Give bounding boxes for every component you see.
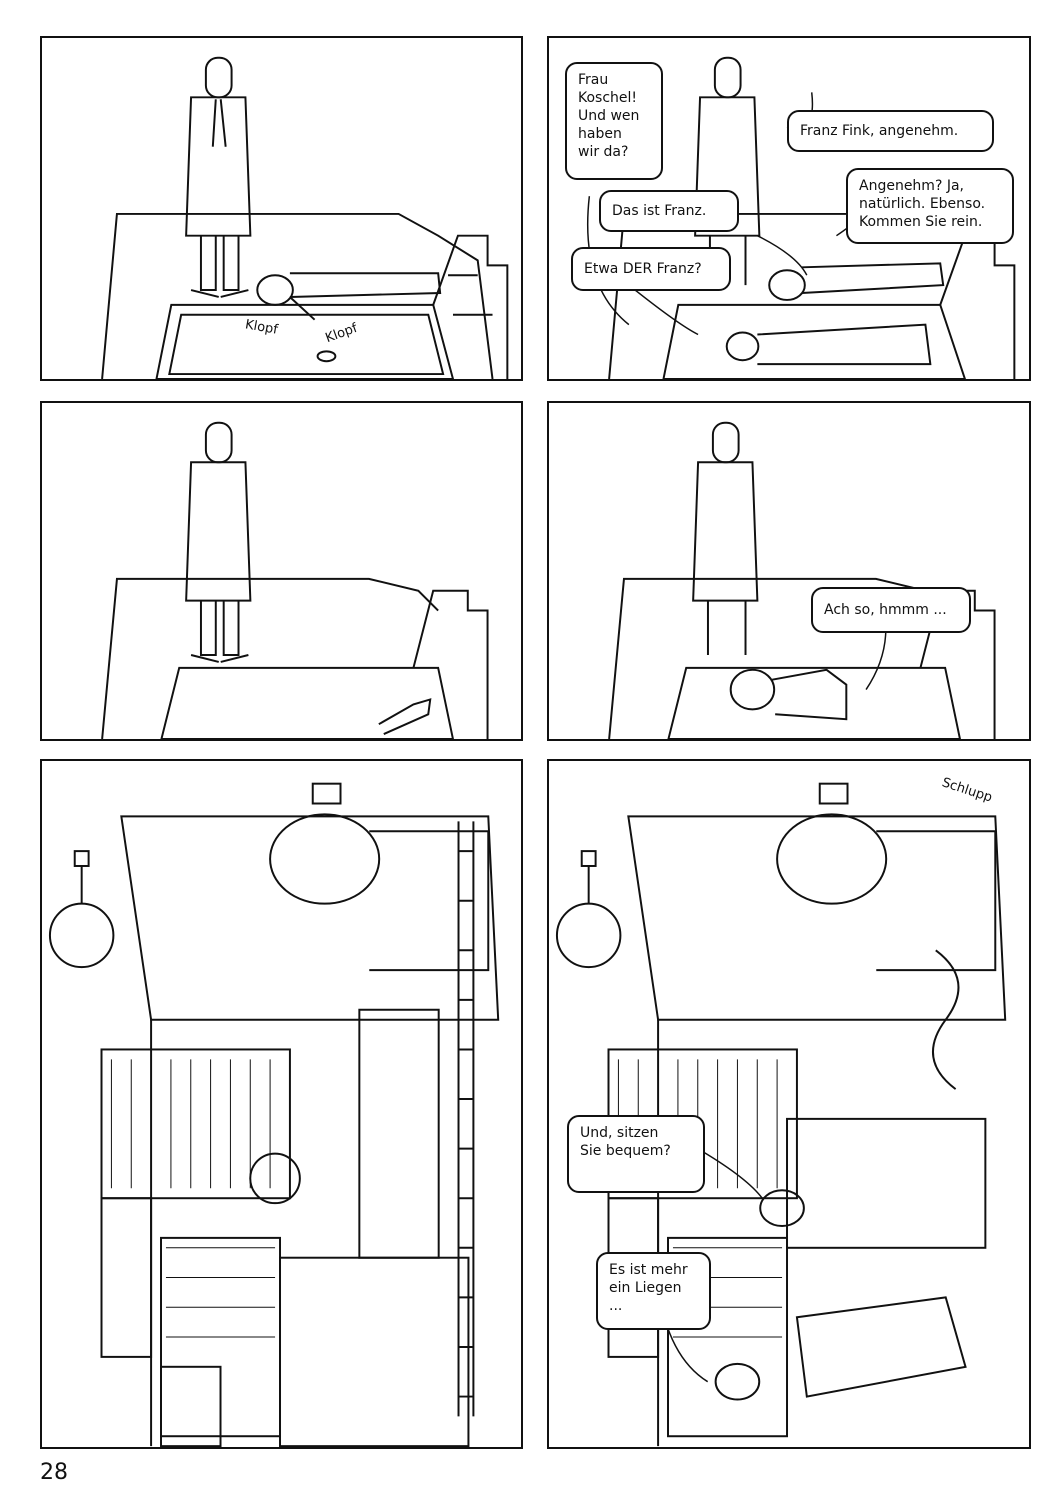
page-number: 28 [40,1460,68,1485]
panel-6-art [555,782,1007,1447]
panel-6: Schlupp Und, sitzen Sie bequem? Es ist m… [547,759,1031,1449]
panel-3-art [101,421,489,739]
panel-5 [40,759,523,1449]
panel-1: Klopf Klopf [40,36,523,381]
panel-2: Frau Koschel! Und wen haben wir da? Fran… [547,36,1031,381]
speech-bubble-franz-fink: Franz Fink, angenehm. [787,110,994,152]
panel-4-art [608,421,996,739]
panel-2-art [586,56,1016,379]
panel-5-art [48,782,500,1447]
speech-bubble-ach-so: Ach so, hmmm ... [811,587,971,633]
speech-bubble-sitzen-sie-bequem: Und, sitzen Sie bequem? [567,1115,705,1193]
panel-1-art [101,56,509,379]
speech-bubble-frau-koschel: Frau Koschel! Und wen haben wir da? [565,62,663,180]
speech-bubble-angenehm: Angenehm? Ja, natürlich. Ebenso. Kommen … [846,168,1014,244]
panel-4: Ach so, hmmm ... [547,401,1031,741]
panel-3 [40,401,523,741]
speech-bubble-etwa-der-franz: Etwa DER Franz? [571,247,731,291]
speech-bubble-das-ist-franz: Das ist Franz. [599,190,739,232]
speech-bubble-mehr-ein-liegen: Es ist mehr ein Liegen ... [596,1252,711,1330]
